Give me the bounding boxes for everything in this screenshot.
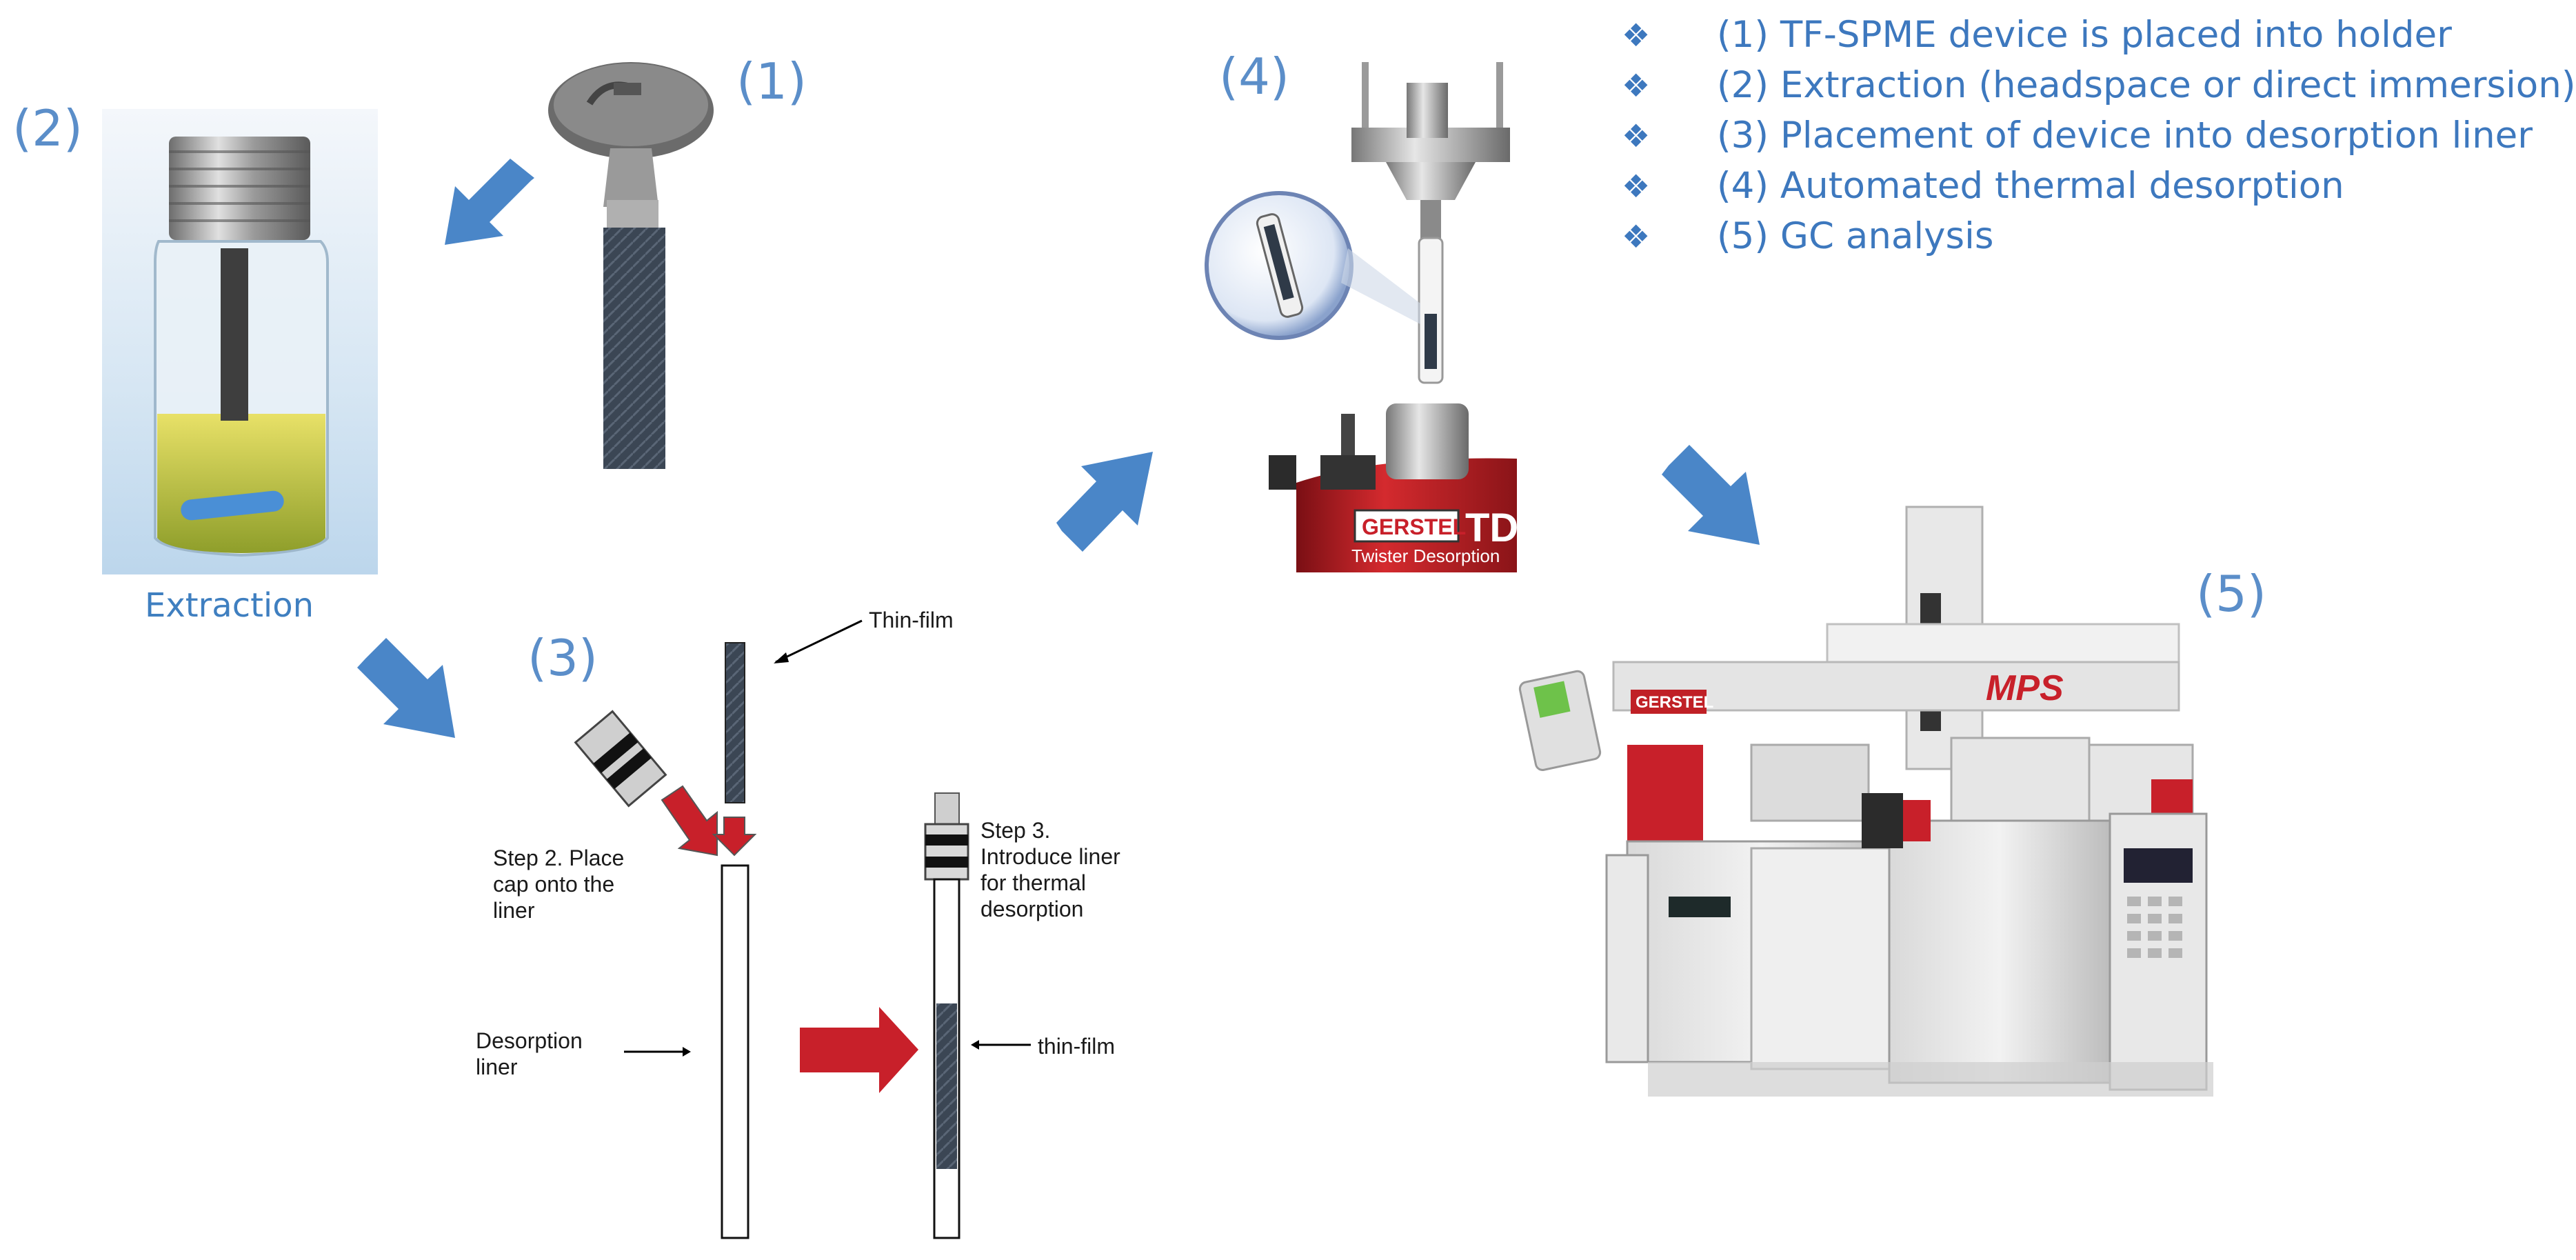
diamond-bullet-icon: ❖: [1622, 66, 1651, 104]
mps-logo: MPS: [1986, 668, 2064, 708]
diamond-bullet-icon: ❖: [1622, 117, 1651, 154]
step2-label: Step 2. Place cap onto the liner: [493, 846, 625, 923]
diagram-canvas: GERSTEL TD Twister Desorption GERSTEL MP…: [102, 62, 2213, 1239]
svg-text:GERSTEL: GERSTEL: [1636, 693, 1713, 712]
legend-item: ❖ (3) Placement of device into desorption…: [1613, 110, 2576, 161]
extraction-caption: Extraction: [145, 586, 314, 625]
legend-item: ❖ (1) TF-SPME device is placed into holde…: [1613, 10, 2576, 60]
gerstel-logo: GERSTEL: [1362, 514, 1466, 539]
td-logo: TD: [1465, 506, 1518, 550]
legend-item-label: (4) Automated thermal desorption: [1717, 165, 2344, 207]
arrow-step1-to-step2: [445, 159, 534, 245]
twister-desorption-logo: Twister Desorption: [1351, 546, 1500, 566]
legend-item-label: (1) TF-SPME device is placed into holder: [1717, 14, 2452, 56]
flow-arrows-blue: [357, 159, 1760, 738]
legend: ❖ (1) TF-SPME device is placed into holde…: [1613, 10, 2576, 261]
arrow-step4-to-step5: [1662, 445, 1760, 545]
legend-item-label: (5) GC analysis: [1717, 215, 1994, 257]
step-number-5: (5): [2196, 565, 2266, 623]
gc-instrument-image: GERSTEL MPS: [1518, 506, 2213, 1097]
step-number-4: (4): [1219, 48, 1289, 106]
arrow-step2-to-step3: [357, 638, 455, 738]
extraction-vial-image: [102, 109, 378, 574]
desorption-liner-label: Desorption liner: [476, 1028, 583, 1079]
arrow-step3-to-step4: [1056, 452, 1153, 552]
step3-schematic: [574, 619, 1031, 1239]
red-big-arrow: [800, 1007, 918, 1093]
thermal-desorption-unit-image: GERSTEL TD Twister Desorption: [1205, 62, 1518, 572]
step-number-1: (1): [736, 52, 807, 110]
step-number-2: (2): [12, 99, 83, 157]
diamond-bullet-icon: ❖: [1622, 16, 1651, 54]
legend-item: ❖ (4) Automated thermal desorption: [1613, 161, 2576, 211]
step-number-3: (3): [527, 629, 598, 687]
thin-film-side-label: thin-film: [1038, 1034, 1116, 1059]
thin-film-strip: [725, 642, 745, 803]
legend-item-label: (2) Extraction (headspace or direct imme…: [1717, 64, 2576, 106]
thin-film-top-label: Thin-film: [869, 608, 954, 632]
diamond-bullet-icon: ❖: [1622, 167, 1651, 205]
legend-item-label: (3) Placement of device into desorption …: [1717, 114, 2533, 157]
legend-item: ❖ (5) GC analysis: [1613, 211, 2576, 261]
tf-spme-holder-image: [548, 62, 714, 469]
step3-label: Step 3. Introduce liner for thermal deso…: [980, 818, 1120, 921]
legend-item: ❖ (2) Extraction (headspace or direct imm…: [1613, 60, 2576, 110]
diamond-bullet-icon: ❖: [1622, 217, 1651, 255]
desorption-liner: [721, 864, 749, 1239]
